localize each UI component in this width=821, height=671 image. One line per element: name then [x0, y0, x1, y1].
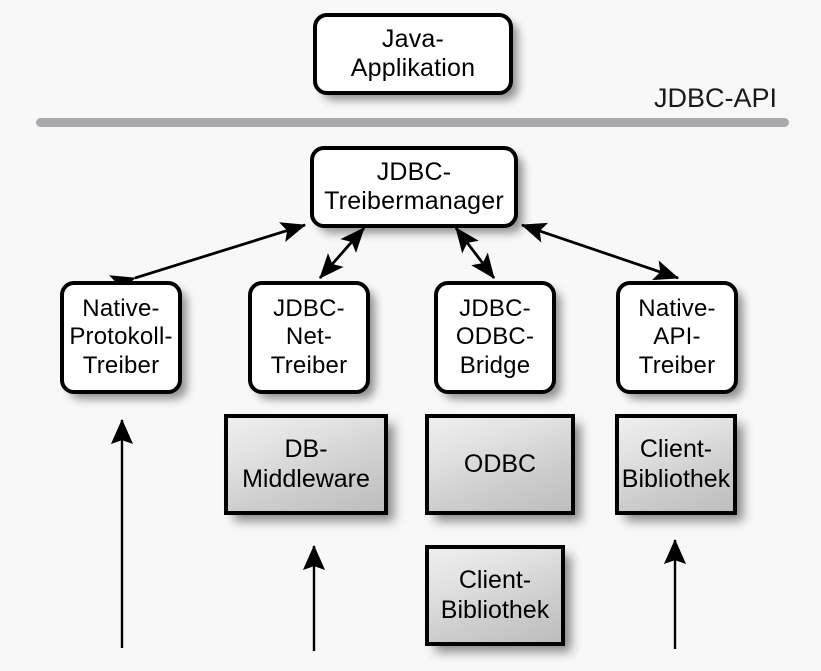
jdbc-net-line-2: Net-	[285, 323, 333, 351]
db-middleware-line-1: DB-	[284, 435, 328, 463]
node-jdbc-odbc-bridge[interactable]: JDBC- ODBC- Bridge	[434, 281, 556, 394]
arrow-manager-native-api-up	[521, 222, 679, 280]
driver-manager-line-2: Treibermanager	[324, 187, 504, 215]
node-native-api-driver[interactable]: Native- API- Treiber	[616, 281, 738, 394]
client-library-native-api-line-1: Client-	[639, 435, 713, 463]
arrow-manager-odbc-bridge-up	[454, 227, 496, 279]
native-protocol-line-3: Treiber	[82, 351, 160, 379]
jdbc-api-separator-line	[36, 118, 789, 127]
client-library-odbc-line-2: Bibliothek	[440, 595, 550, 624]
jdbc-net-line-1: JDBC-	[273, 295, 345, 323]
odbc-line-1: ODBC	[463, 449, 537, 478]
jdbc-net-line-3: Treiber	[270, 351, 348, 379]
client-library-odbc-line-1: Client-	[458, 566, 532, 594]
client-library-native-api-line-2: Bibliothek	[621, 464, 731, 493]
native-api-line-1: Native-	[638, 295, 716, 323]
db-middleware-line-2: Middleware	[242, 464, 370, 493]
native-protocol-line-1: Native-	[82, 295, 160, 323]
jdbc-odbc-bridge-line-2: ODBC-	[455, 323, 535, 351]
arrow-manager-native-protocol	[109, 223, 306, 296]
arrow-manager-jdbc-net-up	[319, 227, 365, 279]
java-application-line-2: Applikation	[350, 54, 476, 82]
native-api-line-3: Treiber	[638, 351, 716, 379]
native-protocol-line-2: Protokoll-	[69, 323, 173, 351]
arrow-manager-native-api-down	[521, 223, 679, 281]
arrow-manager-jdbc-net-down	[319, 227, 365, 279]
jdbc-api-label: JDBC-API	[654, 83, 778, 113]
jdbc-odbc-bridge-line-1: JDBC-	[459, 295, 531, 323]
arrow-manager-odbc-bridge-down	[454, 227, 496, 279]
node-client-library-native-api[interactable]: Client- Bibliothek	[615, 414, 737, 515]
node-native-protocol-driver[interactable]: Native- Protokoll- Treiber	[60, 281, 182, 394]
java-application-line-1: Java-	[381, 24, 445, 53]
node-odbc[interactable]: ODBC	[425, 414, 575, 515]
jdbc-odbc-bridge-line-3: Bridge	[459, 351, 531, 379]
driver-manager-line-1: JDBC-	[376, 157, 452, 186]
native-api-line-2: API-	[653, 323, 701, 351]
node-jdbc-driver-manager[interactable]: JDBC- Treibermanager	[310, 146, 518, 228]
node-db-middleware[interactable]: DB- Middleware	[224, 414, 388, 515]
node-java-application[interactable]: Java- Applikation	[313, 13, 513, 95]
node-jdbc-net-driver[interactable]: JDBC- Net- Treiber	[248, 281, 370, 394]
node-client-library-odbc[interactable]: Client- Bibliothek	[425, 545, 565, 646]
